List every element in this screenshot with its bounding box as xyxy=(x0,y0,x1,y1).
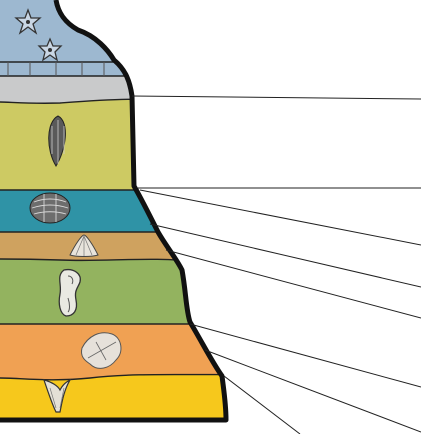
starfish-fossil xyxy=(14,8,42,35)
brick-pattern xyxy=(7,62,105,76)
feather-fern-fossil xyxy=(48,115,66,167)
leader-line-7 xyxy=(204,349,421,433)
ammonite-fossil xyxy=(58,268,81,317)
leaf-fossil xyxy=(81,332,122,369)
leader-line-6 xyxy=(189,323,421,388)
clam-shell-fossil xyxy=(69,234,99,257)
leader-lines xyxy=(131,95,421,434)
tan-layer xyxy=(0,232,226,262)
leader-line-5 xyxy=(165,249,421,319)
orange-layer xyxy=(0,324,226,380)
horn-coral-fossil xyxy=(43,378,72,413)
leader-line-3 xyxy=(139,189,421,246)
leader-line-8 xyxy=(223,375,301,434)
leader-line-1 xyxy=(131,95,421,100)
leader-line-4 xyxy=(149,223,421,288)
trilobite-fossil xyxy=(29,192,71,224)
top-layer xyxy=(0,0,226,66)
green-layer xyxy=(0,259,226,324)
starfish-fossil-2 xyxy=(37,37,63,62)
mountain-outline xyxy=(0,0,229,423)
